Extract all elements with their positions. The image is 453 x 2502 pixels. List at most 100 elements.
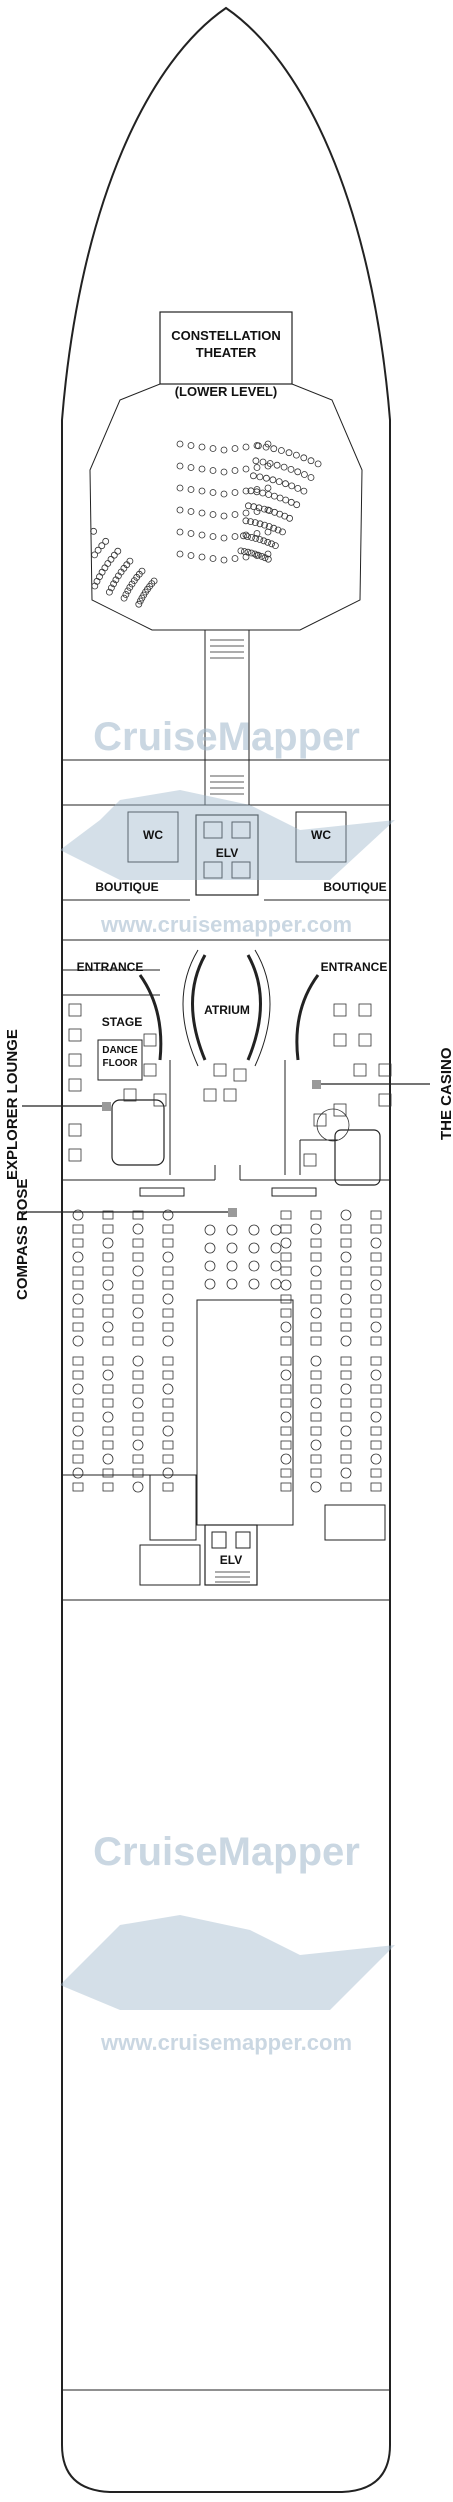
dining-table-square [132,1384,144,1394]
dining-table-round [102,1237,114,1249]
theater-seat [107,555,115,563]
dining-table-round [226,1242,238,1254]
theater-seat [220,512,228,520]
theater-seat [242,509,250,517]
theater-seat [244,533,251,540]
dining-table-square [102,1426,114,1436]
dining-table-square [102,1252,114,1262]
theater-seat [242,517,250,525]
dance-floor-line1: DANCE [102,1045,138,1056]
theater-seat [258,553,266,560]
dining-table-square [162,1322,174,1332]
theater-seat [285,449,293,457]
theater-seat [126,584,134,591]
dining-table-round [226,1260,238,1272]
theater-seat [138,567,146,575]
theater-seat [106,588,113,596]
dining-table-square [162,1412,174,1422]
dining-table-square [72,1224,84,1234]
theater-seat [253,530,261,537]
theater-seat [259,458,267,466]
theater-seat [249,472,257,480]
dining-table-square [162,1482,174,1492]
entrance-right-label: ENTRANCE [320,960,388,974]
theater-outline [89,383,363,631]
watermark-ship-bottom [60,1915,395,2010]
bar-counter-left [111,1099,165,1166]
dining-table-round [270,1242,282,1254]
dining-table-round [72,1383,84,1395]
lounge-chair [143,1033,157,1047]
watermark-url-bottom: www.cruisemapper.com [100,2030,353,2055]
theater-seat [220,534,228,542]
dining-table-square [132,1468,144,1478]
dining-table-square [72,1454,84,1464]
dining-table-square [132,1454,144,1464]
dining-table-round [310,1397,322,1409]
dining-table-round [162,1209,174,1221]
dining-table-round [270,1224,282,1236]
lounge-chair [68,1148,82,1162]
theater-seat [231,555,239,562]
lounge-chair [68,1078,82,1092]
dining-table-round [72,1467,84,1479]
dining-table-round [310,1439,322,1451]
theater-seat [282,496,290,504]
dining-table-square [340,1308,352,1318]
theater-seat [94,546,102,554]
theater-seat [256,473,264,481]
theater-seat [209,555,217,562]
dining-table-square [72,1238,84,1248]
watermark-ship-top [60,790,395,880]
dining-table-round [162,1251,174,1263]
dining-table-round [162,1383,174,1395]
dining-table-square [162,1356,174,1366]
theater-seat [293,501,301,509]
dining-table-square [280,1308,292,1318]
dining-table-round [370,1237,382,1249]
dining-table-square [72,1266,84,1276]
dining-table-square [162,1398,174,1408]
theater-seat [242,465,250,473]
theater-seat [198,443,206,451]
dining-table-square [310,1454,322,1464]
theater-seat [198,487,206,495]
theater-seat [256,536,264,543]
dining-table-round [310,1481,322,1493]
theater-seat [307,457,315,465]
theater-seat [124,587,132,595]
dining-table-round [370,1453,382,1465]
dining-table-square [310,1468,322,1478]
watermark-brand-top: CruiseMapper [93,715,360,759]
theater-seat [269,476,277,484]
dining-table-round [310,1355,322,1367]
dining-table-round [132,1265,144,1277]
dining-table-round [204,1260,216,1272]
dining-table-round [248,1224,260,1236]
theater-seat [253,464,261,471]
hull-outline [61,6,391,2493]
theater-seat [187,442,195,449]
theater-seat [279,528,286,536]
dining-table-square [72,1412,84,1422]
theater-seat [274,526,282,534]
dining-table-round [370,1321,382,1333]
theater-seat [252,457,260,465]
theater-seat [231,467,239,474]
theater-seat [264,462,272,470]
dining-table-round [132,1481,144,1493]
dining-table-square [132,1280,144,1290]
dining-table-round [340,1335,352,1347]
lounge-chair [313,1113,327,1127]
lounge-chair [358,1003,372,1017]
theater-seat [176,550,184,558]
dining-table-square [310,1252,322,1262]
theater-seat [264,538,272,546]
theater-seat [128,580,136,588]
explorer-lounge-marker [102,1102,111,1111]
dining-table-square [340,1370,352,1380]
dining-table-square [132,1426,144,1436]
atrium-label: ATRIUM [204,1003,250,1017]
theater-seat [104,560,112,567]
theater-seat [187,486,195,493]
